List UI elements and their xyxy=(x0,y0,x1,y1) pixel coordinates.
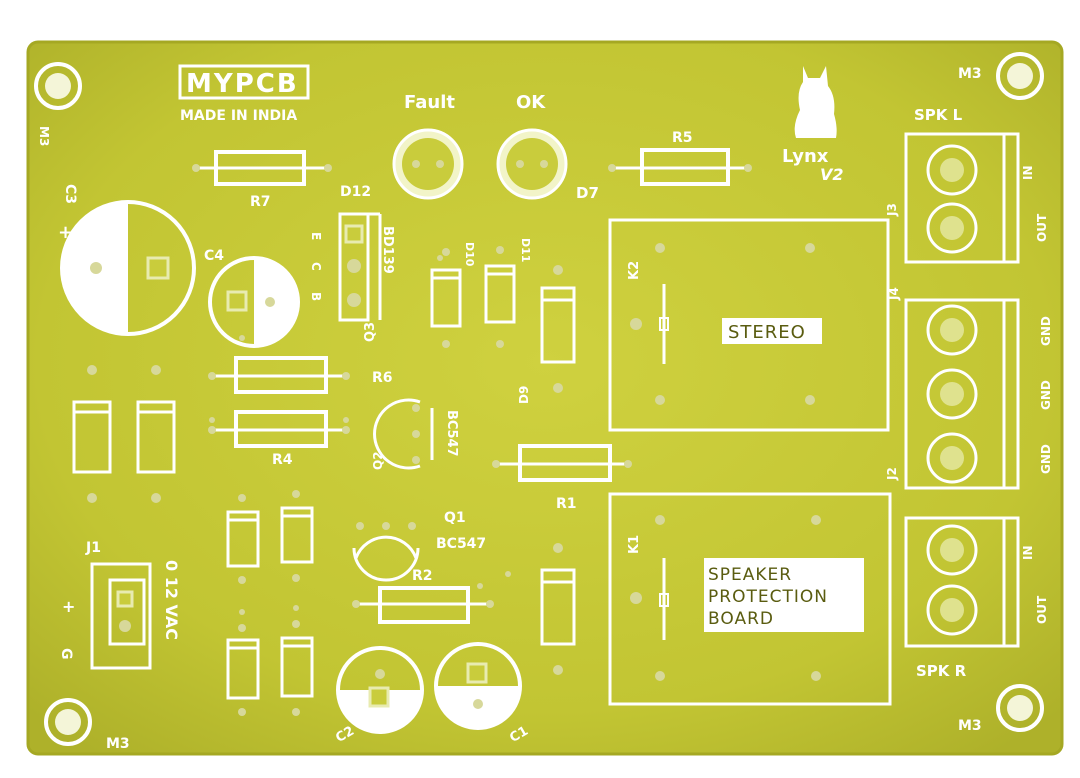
relay-k2 xyxy=(608,218,890,432)
bc547-q2-label: BC547 xyxy=(444,410,459,457)
plus-label: + xyxy=(62,597,75,616)
resistor-r1 xyxy=(492,444,632,482)
bc547-q1-label: BC547 xyxy=(436,536,486,552)
led-fault xyxy=(392,128,464,200)
ecb-b: B xyxy=(309,292,323,301)
speaker-box xyxy=(704,558,864,632)
m3-label-bottom-right: M3 xyxy=(958,718,982,734)
d11-label: D11 xyxy=(519,238,532,262)
j4-label: J4 xyxy=(887,287,901,301)
mounting-hole-top-right xyxy=(996,52,1044,100)
resistor-r2 xyxy=(352,586,494,624)
brand-text: MYPCB xyxy=(186,69,299,99)
speaker-line-3: BOARD xyxy=(708,609,774,629)
transistor-q2 xyxy=(373,398,434,470)
diode-d6 xyxy=(136,365,176,503)
k2-label: K2 xyxy=(627,261,642,280)
q3-label: Q3 xyxy=(363,322,378,342)
r6-label: R6 xyxy=(372,370,393,386)
mounting-hole-bottom-left xyxy=(44,698,92,746)
made-in-india-text: MADE IN INDIA xyxy=(180,108,297,124)
d10-label: D10 xyxy=(463,242,476,267)
terminal-block-spk-r xyxy=(904,516,1020,648)
capacitor-c2 xyxy=(336,646,424,734)
terminal-block-j3 xyxy=(904,132,1020,264)
mounting-hole-bottom-right xyxy=(996,684,1044,732)
mounting-hole-top-left xyxy=(34,62,82,110)
capacitor-c4 xyxy=(208,256,300,348)
j3-in-label: IN xyxy=(1021,165,1035,180)
m3-label-top-right: M3 xyxy=(958,66,982,82)
capacitor-c3 xyxy=(60,200,196,336)
c3-label: C3 xyxy=(62,184,78,204)
ecb-e: E xyxy=(309,232,323,240)
k1-label: K1 xyxy=(627,535,642,554)
q2-label: Q2 xyxy=(371,451,385,470)
spk-r-out-label: OUT xyxy=(1035,595,1049,624)
q1-label: Q1 xyxy=(444,510,466,526)
logo-name: Lynx xyxy=(782,146,829,167)
r1-label: R1 xyxy=(556,496,577,512)
m3-label-top-left: M3 xyxy=(37,126,51,146)
r7-label: R7 xyxy=(250,194,271,210)
spk-l-label: SPK L xyxy=(914,106,963,124)
transistor-q1 xyxy=(352,522,420,582)
resistor-r5 xyxy=(608,148,752,186)
r2-label: R2 xyxy=(412,568,433,584)
diode-d1 xyxy=(226,624,260,716)
speaker-line-1: SPEAKER xyxy=(708,565,792,585)
spk-r-in-label: IN xyxy=(1021,545,1035,560)
resistor-r6 xyxy=(208,356,350,394)
ok-label: OK xyxy=(516,92,546,113)
connector-j1 xyxy=(90,562,152,670)
j3-label: J3 xyxy=(885,203,899,217)
diode-d8 xyxy=(540,543,576,675)
spk-r-label: SPK R xyxy=(916,662,967,680)
r5-label: R5 xyxy=(672,130,693,146)
j1-label: J1 xyxy=(85,540,101,556)
diode-d9 xyxy=(540,265,576,393)
diode-d11 xyxy=(484,246,516,348)
diode-d4 xyxy=(280,490,314,582)
capacitor-c1 xyxy=(434,642,522,730)
led-ok xyxy=(496,128,568,200)
ac-input-label: 0 12 VAC xyxy=(162,560,181,640)
diode-d3 xyxy=(226,494,260,584)
resistor-r7 xyxy=(192,150,332,186)
g-label: G xyxy=(58,648,74,660)
d9-label: D9 xyxy=(517,386,531,404)
ecb-c: C xyxy=(309,262,323,271)
stereo-box xyxy=(722,318,822,344)
fault-label: Fault xyxy=(404,92,455,113)
cat-silhouette-icon xyxy=(794,66,837,138)
gnd-label-2: GND xyxy=(1039,380,1053,410)
r4-label: R4 xyxy=(272,452,293,468)
resistor-r4 xyxy=(208,410,350,448)
gnd-label-3: GND xyxy=(1039,444,1053,474)
gnd-label-1: GND xyxy=(1039,316,1053,346)
transistor-q3-bd139 xyxy=(338,212,382,322)
m3-label-bottom-left: M3 xyxy=(106,736,130,752)
terminal-block-j2 xyxy=(904,298,1020,490)
logo-version: V2 xyxy=(820,165,844,184)
diode-d5 xyxy=(72,365,112,503)
d12-label: D12 xyxy=(340,184,371,200)
c4-label: C4 xyxy=(204,248,224,264)
relay-k1 xyxy=(608,492,892,706)
diode-d2 xyxy=(280,620,314,716)
d7-label: D7 xyxy=(576,184,599,202)
c3-plus: + xyxy=(58,222,73,243)
brand-box xyxy=(178,64,310,100)
bd139-label: BD139 xyxy=(380,226,395,274)
speaker-line-2: PROTECTION xyxy=(708,587,828,607)
diode-d10 xyxy=(430,248,462,348)
via-holes xyxy=(209,255,511,615)
stereo-text: STEREO xyxy=(728,322,806,343)
j3-out-label: OUT xyxy=(1035,213,1049,242)
j2-label: J2 xyxy=(885,467,899,481)
